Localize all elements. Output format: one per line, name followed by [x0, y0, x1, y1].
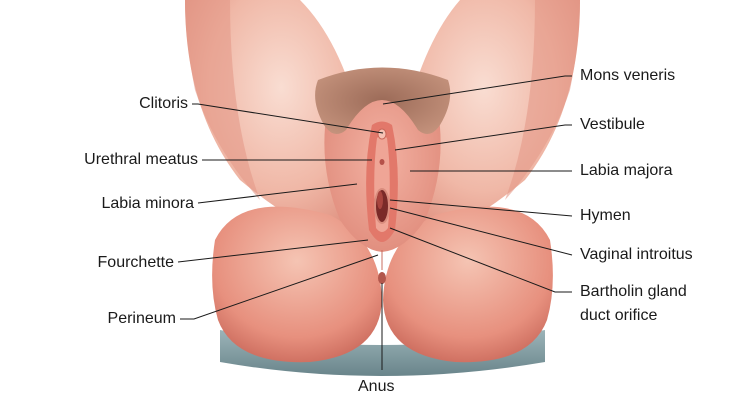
label-vestibule: Vestibule	[580, 116, 645, 134]
label-bartholin-line1: Bartholin gland	[580, 283, 687, 301]
label-mons-veneris: Mons veneris	[580, 67, 675, 85]
label-fourchette: Fourchette	[40, 254, 174, 272]
label-perineum: Perineum	[50, 310, 176, 328]
label-vaginal-introitus: Vaginal introitus	[580, 246, 693, 264]
label-labia-majora: Labia majora	[580, 162, 673, 180]
label-anus: Anus	[358, 378, 394, 396]
urethral-meatus-shape	[380, 159, 385, 165]
label-labia-minora: Labia minora	[20, 195, 194, 213]
label-hymen: Hymen	[580, 207, 631, 225]
label-urethral-meatus: Urethral meatus	[0, 151, 198, 169]
clitoris-shape	[378, 129, 386, 139]
label-clitoris: Clitoris	[70, 95, 188, 113]
anus-shape	[378, 272, 386, 284]
label-bartholin-line2: duct orifice	[580, 307, 657, 325]
